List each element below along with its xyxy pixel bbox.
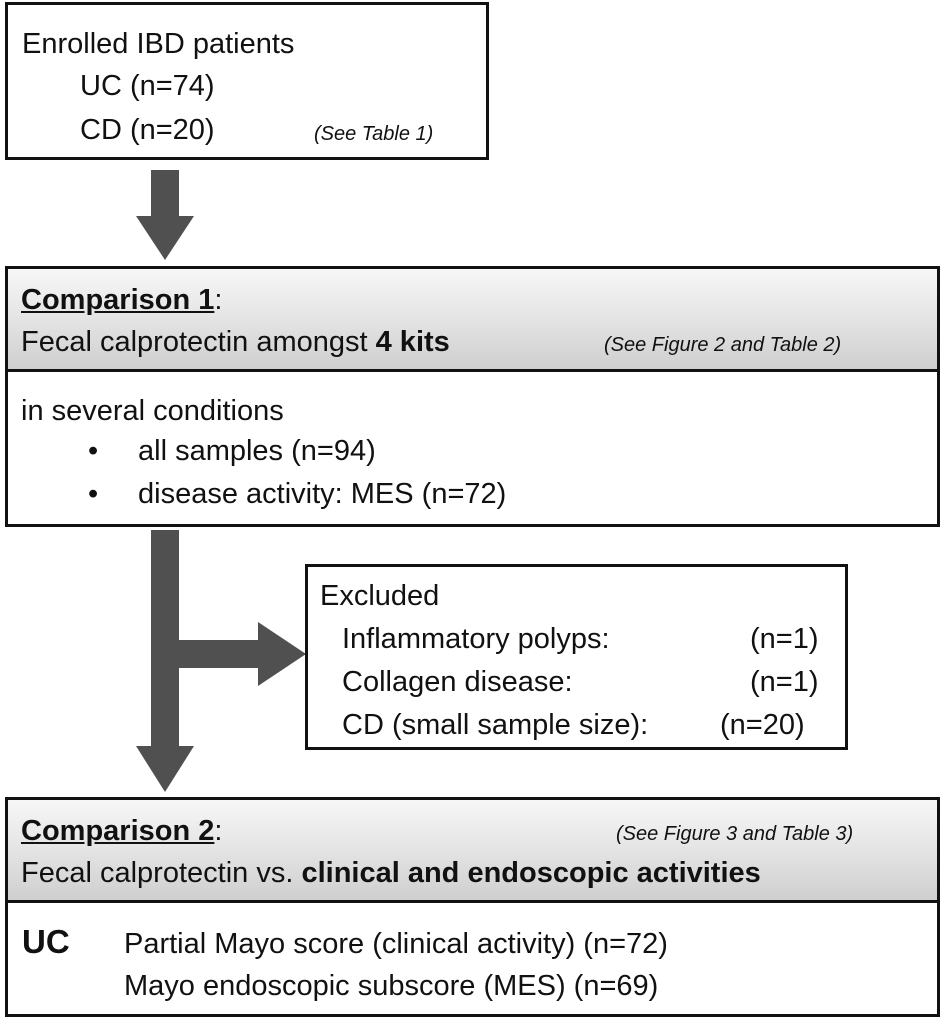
- condition-bullet-2: •: [88, 478, 99, 510]
- comparison1-line-prefix: Fecal calprotectin amongst: [21, 326, 376, 358]
- comparison1-title-row: Comparison 1:: [21, 283, 222, 317]
- condition-bullet-1: •: [88, 435, 99, 467]
- comparison2-partial-mayo: Partial Mayo score (clinical activity) (…: [124, 928, 668, 960]
- condition-all-samples: all samples (n=94): [138, 435, 376, 467]
- enrolled-box: Enrolled IBD patients UC (n=74) CD (n=20…: [5, 2, 489, 160]
- arrow-comparison1-to-comparison2: [136, 530, 194, 792]
- excluded-item-count: (n=20): [720, 709, 805, 741]
- comparison2-ref: (See Figure 3 and Table 3): [616, 823, 854, 845]
- excluded-item-label: CD (small sample size):: [342, 709, 649, 741]
- comparison2-body: UC Partial Mayo score (clinical activity…: [5, 900, 940, 1017]
- comparison1-header: Comparison 1: Fecal calprotectin amongst…: [5, 266, 940, 372]
- arrow-to-excluded: [175, 622, 306, 686]
- comparison2-title-row: Comparison 2:: [21, 814, 222, 848]
- condition-disease-activity: disease activity: MES (n=72): [138, 478, 507, 510]
- comparison2-mes: Mayo endoscopic subscore (MES) (n=69): [124, 970, 659, 1002]
- arrow-enrolled-to-comparison1: [136, 170, 194, 260]
- excluded-item-count: (n=1): [750, 623, 819, 655]
- comparison1-line: Fecal calprotectin amongst 4 kits: [21, 325, 450, 359]
- comparison2-line-prefix: Fecal calprotectin vs.: [21, 857, 302, 889]
- comparison2-colon: :: [214, 815, 223, 847]
- enrolled-uc: UC (n=74): [80, 70, 215, 102]
- excluded-box: Excluded Inflammatory polyps: (n=1) Coll…: [305, 564, 848, 750]
- comparison2-group: UC: [22, 923, 70, 960]
- enrolled-cd: CD (n=20): [80, 114, 215, 146]
- comparison1-body: in several conditions • all samples (n=9…: [5, 369, 940, 527]
- comparison2-header: Comparison 2: (See Figure 3 and Table 3)…: [5, 797, 940, 903]
- excluded-item-label: Collagen disease:: [342, 666, 573, 698]
- excluded-item-label: Inflammatory polyps:: [342, 623, 610, 655]
- comparison1-label: Comparison 1: [21, 284, 215, 316]
- comparison2-line-bold: clinical and endoscopic activities: [301, 857, 761, 889]
- comparison1-line-bold: 4 kits: [375, 326, 450, 358]
- enrolled-title: Enrolled IBD patients: [22, 28, 295, 60]
- comparison1-ref: (See Figure 2 and Table 2): [604, 334, 842, 356]
- comparison1-colon: :: [214, 284, 223, 316]
- conditions-title: in several conditions: [21, 395, 284, 427]
- excluded-title: Excluded: [320, 580, 440, 612]
- comparison2-label: Comparison 2: [21, 815, 215, 847]
- excluded-item-count: (n=1): [750, 666, 819, 698]
- enrolled-ref: (See Table 1): [314, 123, 434, 145]
- comparison2-line: Fecal calprotectin vs. clinical and endo…: [21, 856, 761, 890]
